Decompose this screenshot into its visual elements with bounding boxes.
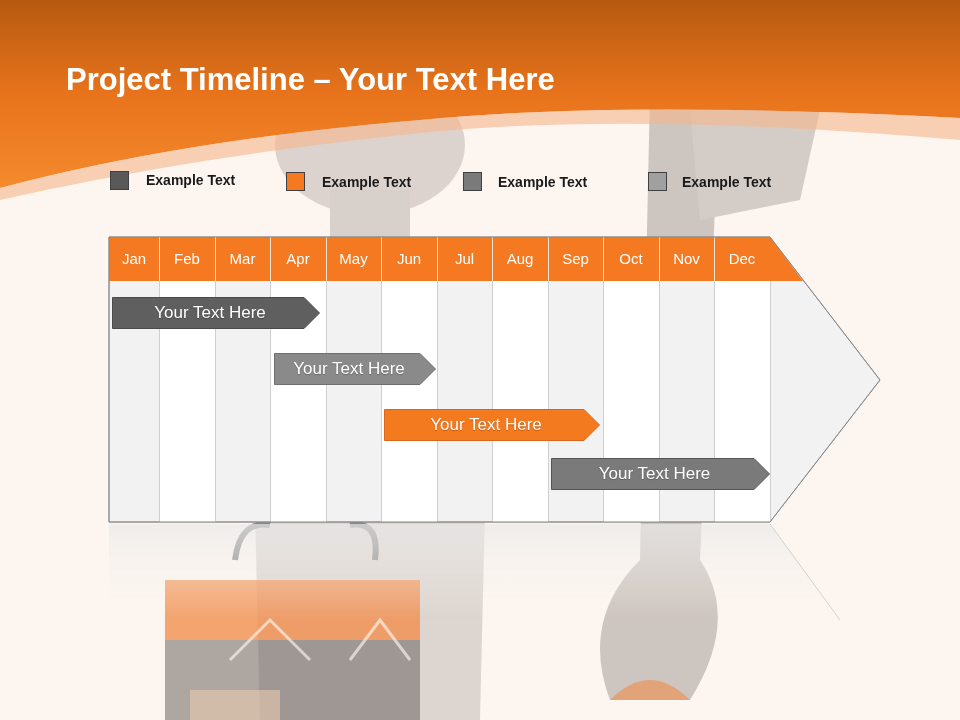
month-label: Oct (603, 250, 659, 267)
legend-text: Example Text (498, 174, 587, 190)
legend-swatch (286, 172, 305, 191)
legend-swatch (648, 172, 667, 191)
bar-label: Your Text Here (384, 415, 588, 435)
month-label: Jul (437, 250, 492, 267)
bar-label: Your Text Here (551, 464, 758, 484)
task-bar: Your Text Here (384, 409, 600, 441)
bar-texts: Your Text Here (274, 359, 436, 379)
month-label: Sep (548, 250, 603, 267)
bar-label: Your Text Here (112, 303, 308, 323)
task-bar: Your Text Here (274, 353, 436, 385)
bar-label: Your Text Here (274, 359, 424, 379)
bar-outline (552, 459, 770, 490)
task-bar: Your Text Here (112, 297, 320, 329)
bar-texts: Your Text Here (112, 303, 320, 323)
month-label: Dec (714, 250, 770, 267)
legend-text: Example Text (682, 174, 771, 190)
bar-texts: Your Text Here (384, 415, 600, 435)
month-label: Nov (659, 250, 714, 267)
legend-text: Example Text (322, 174, 411, 190)
bar-outline (275, 354, 436, 385)
month-label: Aug (492, 250, 548, 267)
legend-swatch (463, 172, 482, 191)
legend-swatch (110, 171, 129, 190)
legend-text: Example Text (146, 172, 235, 188)
month-label: May (326, 250, 381, 267)
month-label: Jun (381, 250, 437, 267)
month-label: Apr (270, 250, 326, 267)
slide-title: Project Timeline – Your Text Here (66, 62, 555, 98)
month-label: Jan (109, 250, 159, 267)
bar-texts: Your Text Here (551, 464, 770, 484)
month-label: Mar (215, 250, 270, 267)
bar-outline (113, 298, 320, 329)
task-bar: Your Text Here (551, 458, 770, 490)
bar-outline (385, 410, 600, 441)
month-label: Feb (159, 250, 215, 267)
